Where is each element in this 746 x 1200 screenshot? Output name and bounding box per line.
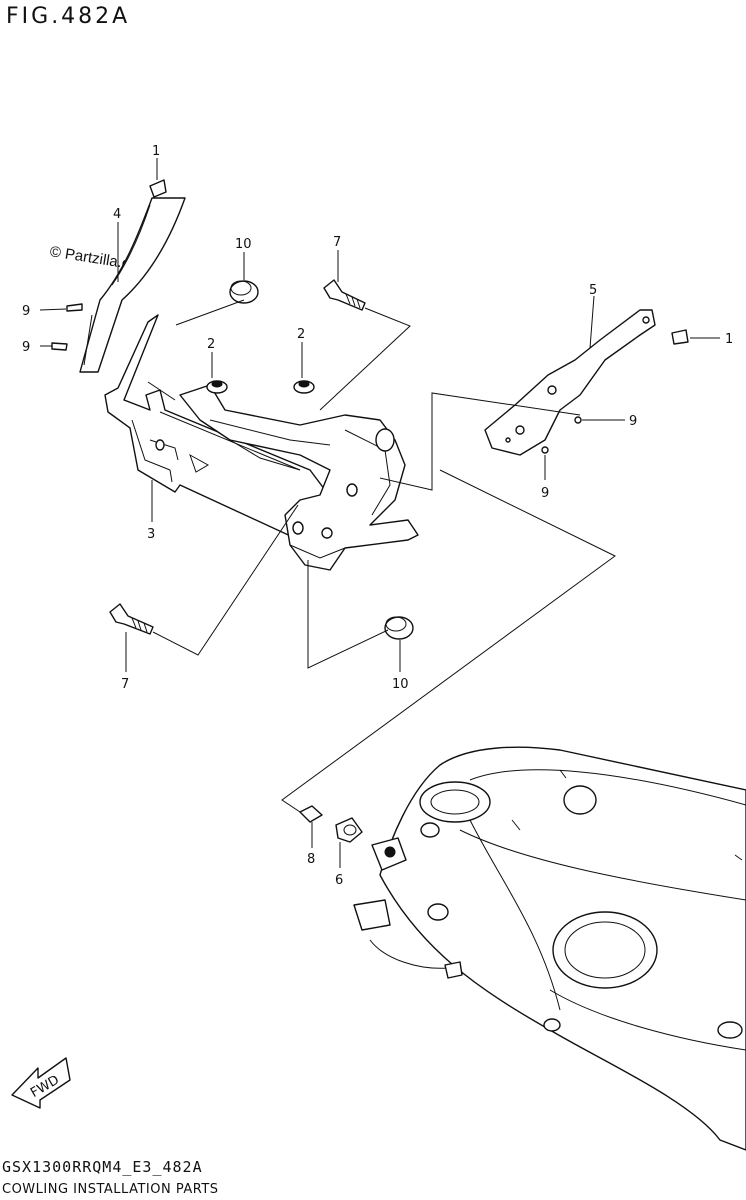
figure-caption: COWLING INSTALLATION PARTS [2, 1182, 219, 1197]
callout-3: 3 [147, 527, 155, 542]
callout-2a: 2 [207, 337, 215, 352]
part-6-cushion [335, 817, 363, 843]
frame-bosses [353, 837, 463, 979]
callout-10a: 10 [235, 237, 252, 252]
part-4-strip [79, 197, 186, 373]
callout-9d: 9 [541, 486, 549, 501]
callout-6: 6 [335, 873, 343, 888]
fwd-arrow-icon: FWD [11, 1057, 71, 1109]
part-5-stay [484, 309, 656, 456]
callout-9a: 9 [22, 304, 30, 319]
figure-title: FIG.482A [6, 4, 131, 29]
callout-4: 4 [113, 207, 121, 222]
part-8-collar [299, 805, 323, 823]
callout-7a: 7 [333, 235, 341, 250]
callout-9c: 9 [629, 414, 637, 429]
part-10-grommet-top [229, 280, 259, 304]
callout-10b: 10 [392, 677, 409, 692]
callout-1a: 1 [152, 144, 160, 159]
callout-9b: 9 [22, 340, 30, 355]
callout-2b: 2 [297, 327, 305, 342]
frame-body [379, 746, 746, 1151]
part-7-bolt-top [323, 279, 366, 311]
part-7-bolt-bottom [109, 603, 154, 635]
part-10-grommet-bottom [384, 616, 414, 640]
part-9-screws [51, 303, 582, 454]
callout-1b: 1 [725, 332, 733, 347]
part-1-screw-right [671, 329, 689, 345]
part-1-screw-top [149, 179, 167, 198]
central-cross-member [179, 384, 419, 571]
part-2-grommet-left [206, 380, 228, 394]
callout-7b: 7 [121, 677, 129, 692]
part-3-bracket [104, 314, 341, 546]
callout-5: 5 [589, 283, 597, 298]
leader-lines [39, 158, 720, 868]
part-2-grommet-right [293, 380, 315, 394]
callout-labels: 1 1 2 2 3 4 5 6 7 7 8 9 9 9 9 10 10 [22, 144, 733, 888]
callout-8: 8 [307, 852, 315, 867]
diagram-code: GSX1300RRQM4_E3_482A [2, 1158, 203, 1176]
